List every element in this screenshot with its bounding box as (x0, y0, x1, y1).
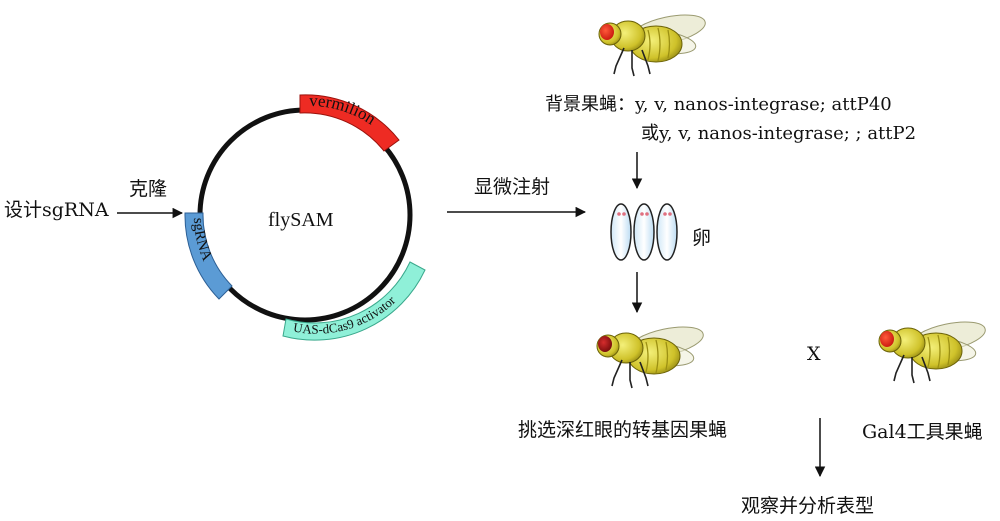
select-transgenic-label: 挑选深红眼的转基因果蝇 (518, 419, 728, 441)
vermilion-label: vermilion (309, 91, 380, 129)
background-fly-image (598, 8, 709, 77)
activator-segment (282, 261, 426, 341)
clone-label: 克隆 (129, 178, 168, 200)
egg-1 (610, 203, 632, 261)
background-fly-line2: 或y, v, nanos-integrase; ; attP2 (641, 123, 917, 144)
fly-eye (880, 331, 894, 347)
gal4-fly-label: Gal4工具果蝇 (862, 421, 983, 443)
cross-symbol: X (807, 343, 821, 365)
fly-eye (598, 336, 612, 352)
observe-phenotype-label: 观察并分析表型 (741, 495, 875, 517)
injection-label: 显微注射 (474, 176, 551, 198)
fly-eye (600, 24, 614, 40)
design-sgrna-label: 设计sgRNA (4, 199, 109, 221)
plasmid-name: flySAM (268, 209, 334, 231)
plasmid-flysam (184, 94, 426, 341)
vermilion-segment (299, 94, 400, 152)
gal4-fly-image (878, 315, 989, 384)
egg-3 (656, 203, 678, 261)
sgrna-segment (184, 212, 233, 300)
eggs (610, 203, 678, 261)
egg-2 (633, 203, 655, 261)
background-fly-line1: 背景果蝇：y, v, nanos-integrase; attP40 (545, 94, 892, 115)
transgenic-fly-image (596, 320, 707, 389)
egg-label: 卵 (692, 227, 712, 249)
